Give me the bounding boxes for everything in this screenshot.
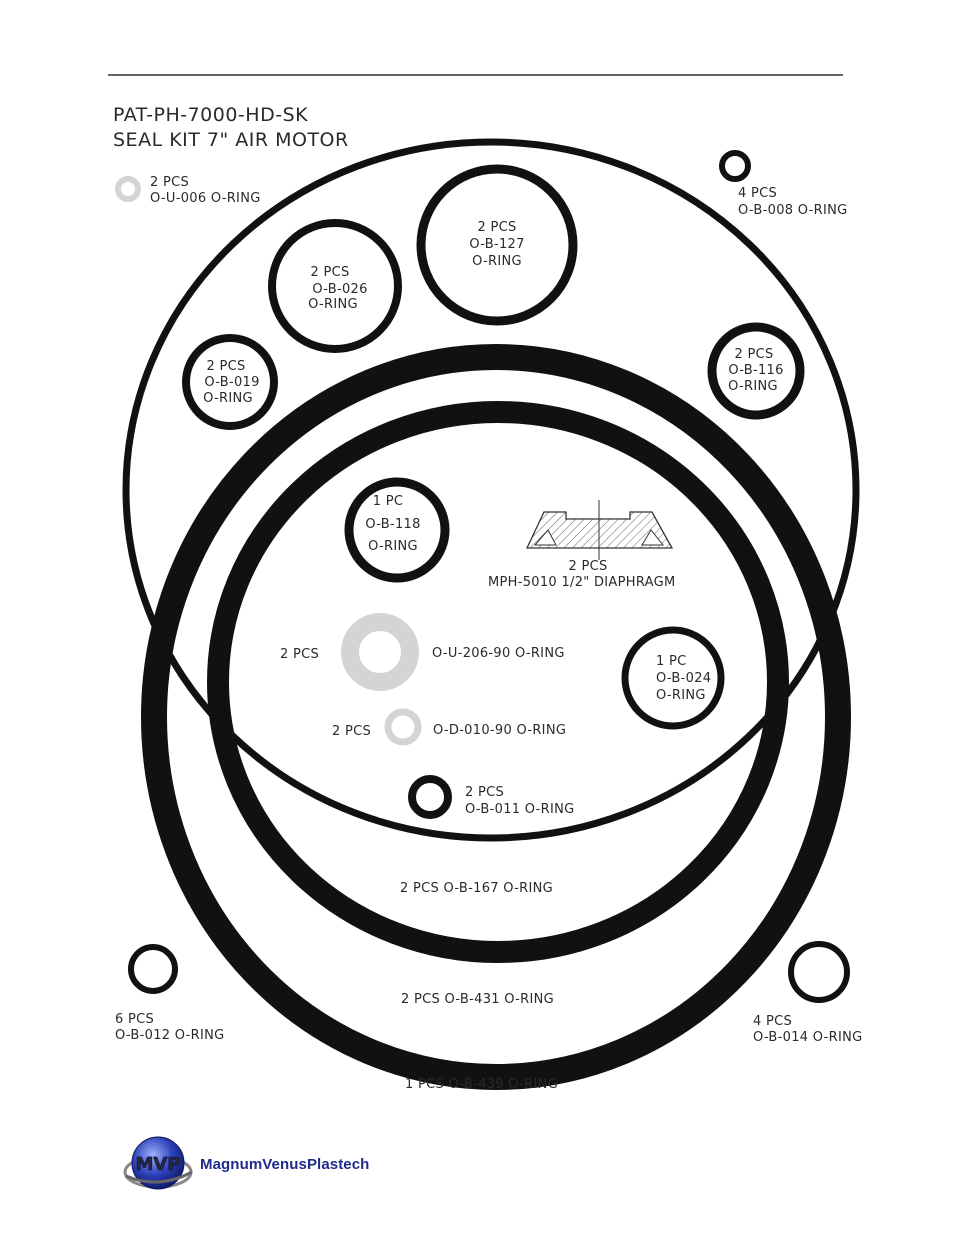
diaphragm-section-icon [525,500,674,560]
label-b008-qty: 4 PCS [738,186,777,201]
label-b019-desc: O-RING [203,391,253,406]
ring-o-b-024 [621,626,725,730]
kit-description: SEAL KIT 7" AIR MOTOR [113,129,349,151]
label-u006-qty: 2 PCS [150,175,189,190]
label-b127-qty: 2 PCS [477,220,516,235]
ring-o-b-012 [128,944,178,994]
label-b019-qty: 2 PCS [206,359,245,374]
label-b127-desc: O-RING [472,254,522,269]
ring-o-d-010-90 [384,708,422,746]
label-b439: 1 PCS O-B-439 O-RING [405,1077,558,1092]
label-b011-qty: 2 PCS [465,785,504,800]
ring-o-b-127 [416,164,578,326]
ring-o-u-206-90 [341,613,419,691]
label-b019-part: O-B-019 [204,375,259,390]
label-diaphragm-desc: MPH-5010 1/2" DIAPHRAGM [488,575,675,590]
ring-o-b-431 [207,401,789,963]
label-u206-qty: 2 PCS [280,647,319,662]
label-b014-desc: O-B-014 O-RING [753,1030,863,1045]
ring-o-b-019 [182,334,278,430]
label-b116-part: O-B-116 [728,363,783,378]
label-diaphragm-qty: 2 PCS [568,559,607,574]
ring-o-b-167 [122,138,860,842]
label-b118-desc: O-RING [368,539,418,554]
label-d010-qty: 2 PCS [332,724,371,739]
label-b012-desc: O-B-012 O-RING [115,1028,225,1043]
label-b024-desc: O-RING [656,688,706,703]
label-b014-qty: 4 PCS [753,1014,792,1029]
label-b026-part: O-B-026 [312,282,367,297]
label-b008-desc: O-B-008 O-RING [738,203,848,218]
mvp-badge-icon: MVP [123,1136,193,1190]
label-b116-qty: 2 PCS [734,347,773,362]
ring-o-b-118 [344,477,450,583]
ring-o-b-008 [719,150,751,182]
company-name: MagnumVenusPlastech [200,1156,370,1173]
label-b116-desc: O-RING [728,379,778,394]
label-b026-desc: O-RING [308,297,358,312]
label-b012-qty: 6 PCS [115,1012,154,1027]
logo-badge-text: MVP [135,1154,180,1175]
ring-o-b-439 [141,344,851,1090]
company-logo: MVP MagnumVenusPlastech [118,1132,418,1198]
label-b431: 2 PCS O-B-431 O-RING [401,992,554,1007]
label-u206-desc: O-U-206-90 O-RING [432,646,565,661]
ring-o-b-116 [707,322,805,420]
ring-o-b-011 [408,775,452,819]
label-b167: 2 PCS O-B-167 O-RING [400,881,553,896]
label-b118-qty: 1 PC [373,494,404,509]
label-b024-qty: 1 PC [656,654,687,669]
ring-o-b-014 [788,941,850,1003]
ring-o-u-006 [115,176,141,202]
label-b026-qty: 2 PCS [310,265,349,280]
label-d010-desc: O-D-010-90 O-RING [433,723,566,738]
ring-o-b-026 [268,219,402,353]
label-b127-part: O-B-127 [469,237,524,252]
label-b024-part: O-B-024 [656,671,711,686]
label-u006-desc: O-U-006 O-RING [150,191,261,206]
label-b118-part: O-B-118 [365,517,420,532]
kit-part-number: PAT-PH-7000-HD-SK [113,104,308,126]
label-b011-desc: O-B-011 O-RING [465,802,575,817]
